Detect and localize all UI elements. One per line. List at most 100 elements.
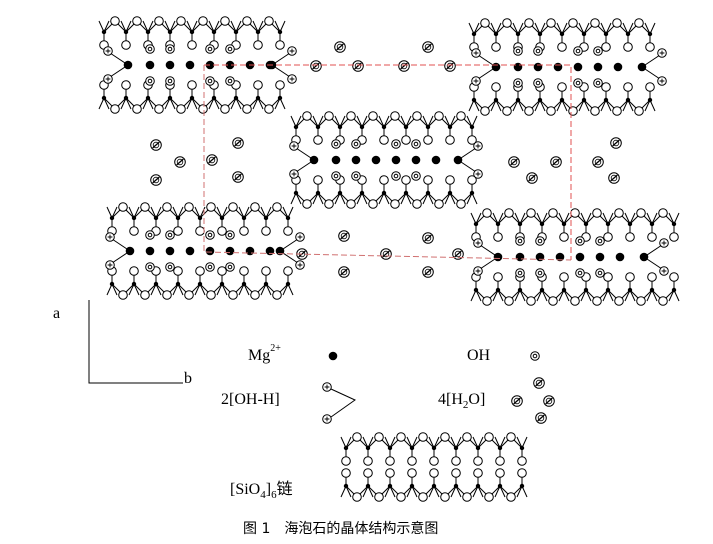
mg-icon (533, 62, 543, 72)
apical-oxygen-icon (275, 40, 285, 50)
bridging-oxygen-icon (228, 290, 238, 300)
bond-line (265, 283, 272, 296)
bridging-oxygen-icon (162, 290, 172, 300)
bridging-oxygen-icon (524, 106, 534, 116)
apical-oxygen-icon (559, 272, 569, 282)
bond-line (172, 283, 179, 296)
channel-water (150, 41, 622, 278)
bond-line (243, 283, 250, 296)
bond-line (622, 99, 629, 112)
oh-h-icon (471, 76, 481, 86)
bridging-oxygen-icon (412, 199, 422, 209)
axis-a-label: a (53, 305, 60, 322)
oh-h-icon (105, 260, 115, 270)
bond-line (120, 97, 127, 110)
bond-line (213, 20, 220, 33)
bond-line (427, 115, 434, 128)
bond-line (238, 206, 245, 219)
oh-icon (411, 171, 421, 181)
bond-line (673, 212, 680, 225)
bridging-oxygen-icon (390, 199, 400, 209)
apical-oxygen-icon (341, 468, 351, 478)
apical-oxygen-icon (623, 82, 633, 92)
oh-icon (535, 236, 545, 246)
bridging-oxygen-icon (462, 432, 472, 442)
apical-oxygen-icon (283, 226, 293, 236)
h2o-icon (338, 266, 350, 278)
bridging-oxygen-icon (614, 296, 624, 306)
bridging-oxygen-icon (206, 290, 216, 300)
bond-line (539, 99, 546, 112)
bond-line (367, 485, 374, 498)
bridging-oxygen-icon (612, 106, 622, 116)
h2o-icon (398, 60, 410, 72)
mg-icon (165, 60, 175, 70)
oh-icon (513, 78, 523, 88)
apical-oxygen-icon (669, 232, 679, 242)
bond-line (339, 115, 346, 128)
bridging-oxygen-icon (590, 106, 600, 116)
bond-line (279, 97, 286, 110)
bond-line (580, 289, 587, 302)
bridging-oxygen-icon (272, 290, 282, 300)
bridging-oxygen-icon (346, 199, 356, 209)
oh-icon (595, 236, 605, 246)
bond-line (111, 206, 118, 219)
bond-line (111, 283, 118, 296)
bridging-oxygen-icon (396, 432, 406, 442)
bridging-oxygen-icon (482, 208, 492, 218)
bond-line (194, 206, 201, 219)
bond-line (345, 436, 352, 449)
bond-line (265, 206, 272, 219)
bridging-oxygen-icon (502, 106, 512, 116)
bridging-oxygen-icon (206, 202, 216, 212)
bond-line (422, 192, 429, 205)
bond-line (216, 206, 223, 219)
bond-line (602, 289, 609, 302)
apical-oxygen-icon (623, 42, 633, 52)
h2o-icon (352, 60, 364, 72)
bond-line (449, 115, 456, 128)
bridging-oxygen-icon (502, 18, 512, 28)
bridging-oxygen-icon (592, 296, 602, 306)
oh-icon (575, 236, 585, 246)
legend-oh-label: OH (467, 347, 491, 364)
mg-icon (637, 62, 647, 72)
apical-oxygen-icon (313, 135, 323, 145)
bond-line (534, 99, 541, 112)
h2o-icon (232, 171, 244, 183)
bond-line (490, 99, 497, 112)
bond-line (384, 436, 391, 449)
apical-oxygen-icon (379, 135, 389, 145)
ribbon-top-left (98, 16, 297, 114)
bond-line (433, 485, 440, 498)
bridging-oxygen-icon (524, 18, 534, 28)
bridging-oxygen-icon (302, 111, 312, 121)
bond-line (602, 212, 609, 225)
bond-line (624, 289, 631, 302)
apical-oxygen-icon (603, 272, 613, 282)
h2o-icon (338, 230, 350, 242)
apical-oxygen-icon (669, 272, 679, 282)
bond-line (516, 485, 523, 498)
bond-line (600, 22, 607, 35)
oh-icon (145, 44, 155, 54)
bridging-oxygen-icon (570, 208, 580, 218)
bond-line (583, 99, 590, 112)
bond-line (607, 289, 614, 302)
apical-oxygen-icon (313, 175, 323, 185)
bridging-oxygen-icon (176, 16, 186, 26)
bridging-oxygen-icon (264, 104, 274, 114)
bond-line (133, 283, 140, 296)
oh-icon (205, 230, 215, 240)
bond-line (339, 192, 346, 205)
bridging-oxygen-icon (434, 111, 444, 121)
bridging-oxygen-icon (110, 16, 120, 26)
bridging-oxygen-icon (434, 199, 444, 209)
bond-line (428, 436, 435, 449)
bridging-oxygen-icon (548, 208, 558, 218)
bridging-oxygen-icon (504, 296, 514, 306)
bond-line (389, 485, 396, 498)
bond-line (406, 485, 413, 498)
oh-icon (331, 171, 341, 181)
